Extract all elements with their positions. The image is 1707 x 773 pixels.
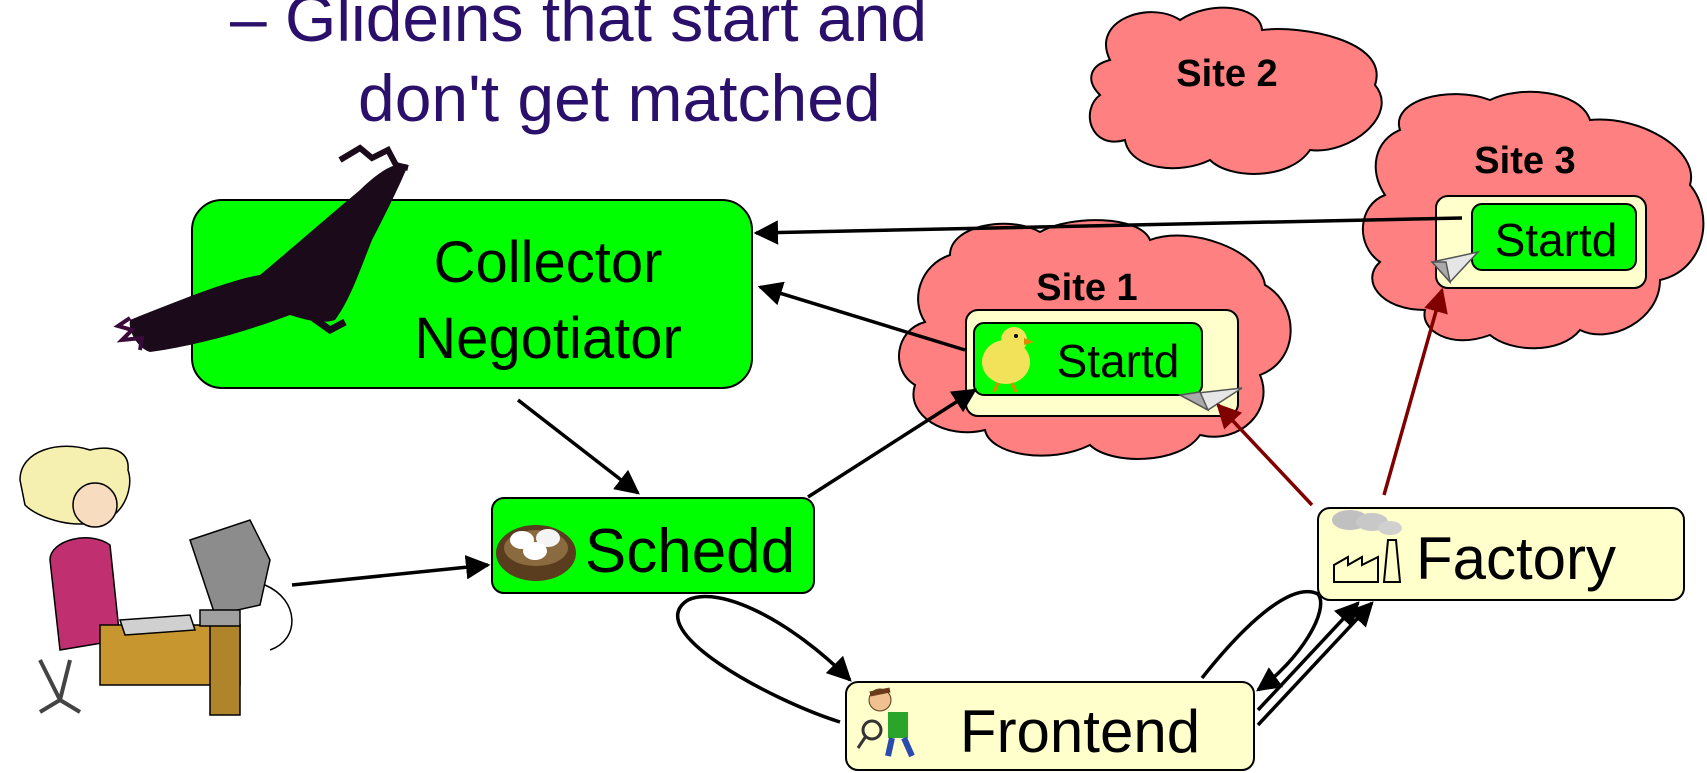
site1-label: Site 1 xyxy=(1036,267,1137,309)
chick-icon xyxy=(982,327,1034,393)
nest-eggs-icon xyxy=(496,525,576,581)
site3-label: Site 3 xyxy=(1474,140,1575,182)
site2-cloud: Site 2 xyxy=(1088,6,1383,175)
site1-startd-label: Startd xyxy=(1057,335,1180,387)
arrow-factory-to-site1 xyxy=(1216,403,1314,507)
factory-icon xyxy=(1332,510,1402,583)
vulture-icon xyxy=(113,144,409,352)
site3-glidein: Startd xyxy=(1435,195,1647,289)
collector-label: Collector xyxy=(434,230,663,295)
frontend-label: Frontend xyxy=(960,698,1200,765)
factory-label: Factory xyxy=(1416,525,1616,592)
frontend-node: Frontend xyxy=(845,681,1255,771)
schedd-node: Schedd xyxy=(491,497,815,594)
loop-schedd-frontend xyxy=(676,594,852,724)
arrow-user-to-schedd xyxy=(291,555,491,587)
site2-label: Site 2 xyxy=(1176,53,1277,95)
bullet-line-1: – Glideins that start and xyxy=(230,0,928,55)
schedd-label: Schedd xyxy=(585,517,795,586)
slide-bullet: – Glideins that start and don't get matc… xyxy=(230,0,1130,138)
bullet-line-2: don't get matched xyxy=(358,61,881,135)
site3-startd-label: Startd xyxy=(1495,214,1618,266)
factory-node: Factory xyxy=(1317,507,1685,601)
paper-plane-icon xyxy=(1430,250,1481,285)
frontend-person-icon xyxy=(856,687,915,758)
arrow-frontend-to-factory-a xyxy=(1256,601,1360,712)
arrow-collector-to-schedd xyxy=(516,398,640,495)
arrow-factory-to-site3 xyxy=(1382,287,1448,496)
arrow-site1-to-collector xyxy=(757,281,966,352)
arrow-schedd-to-site1 xyxy=(807,388,978,499)
loop-frontend-factory xyxy=(1200,590,1323,692)
paper-plane-icon xyxy=(1177,387,1243,412)
negotiator-label: Negotiator xyxy=(414,306,682,371)
user-at-computer-icon xyxy=(19,445,293,716)
glidein-submit-arrows xyxy=(1216,287,1448,507)
arrow-site3-to-collector xyxy=(753,216,1463,245)
arrow-frontend-to-factory-b xyxy=(1256,601,1374,727)
connection-arrows xyxy=(291,216,1463,727)
